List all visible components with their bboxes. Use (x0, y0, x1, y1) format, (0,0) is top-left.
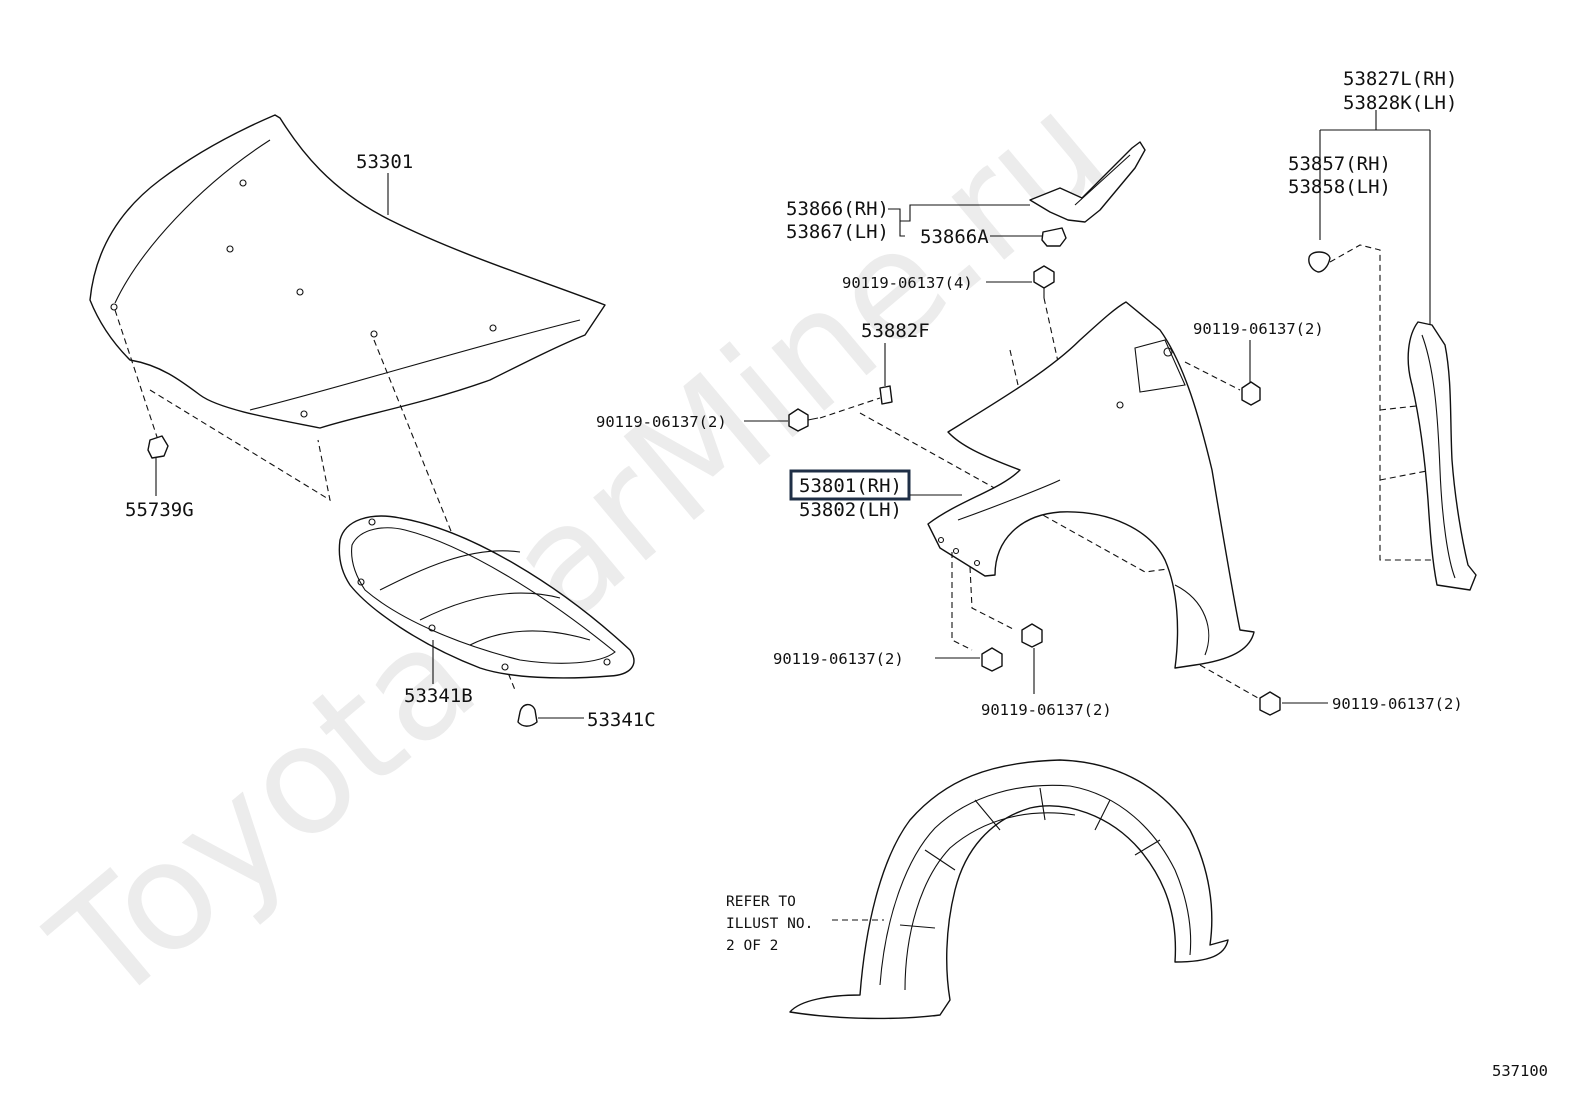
bolt-left-part[interactable] (788, 408, 819, 432)
protector-lh-label: 53828K(LH) (1343, 92, 1457, 114)
seal-rh-label: 53866(RH) (786, 198, 889, 220)
bolt-right-label: 90119-06137(2) (1193, 320, 1324, 338)
hood-cushion-guide (114, 309, 159, 441)
liner-note-line-3: 2 OF 2 (726, 938, 778, 954)
bolt-bottom-b-part[interactable] (1021, 623, 1043, 648)
bolt-left-guide (819, 397, 1176, 573)
hood-cushion-part[interactable] (147, 435, 169, 459)
hood-panel[interactable] (89, 114, 606, 429)
fender-protector-part[interactable] (1407, 321, 1477, 591)
bolt-bottom-a-guide (951, 552, 973, 651)
hood-insulator-label: 53341B (404, 685, 473, 707)
hood-cushion-label: 55739G (125, 499, 194, 521)
hood-insulator-part[interactable] (338, 515, 635, 679)
bolt-bottom-c-guide (1199, 664, 1259, 699)
clip-rh-label: 53857(RH) (1288, 153, 1391, 175)
bolt-right-part[interactable] (1241, 381, 1261, 406)
bolt-bottom-a-label: 90119-06137(2) (773, 650, 904, 668)
hood-edge-guide (149, 389, 331, 502)
spacer-part[interactable] (879, 385, 893, 405)
bolt-right-guide (1184, 361, 1241, 391)
bolt-top-label: 90119-06137(4) (842, 274, 973, 292)
bolt-top-guide (1009, 297, 1063, 386)
fender-rh-label[interactable]: 53801(RH) (799, 475, 902, 497)
protector-rh-label: 53827L(RH) (1343, 68, 1457, 90)
bolt-top-part[interactable] (1033, 265, 1055, 298)
seal-lh-label: 53867(LH) (786, 221, 889, 243)
bolt-left-label: 90119-06137(2) (596, 413, 727, 431)
fender-liner-part[interactable] (789, 759, 1229, 1020)
insulator-clip-part[interactable] (517, 703, 538, 727)
front-fender-part[interactable] (927, 301, 1255, 669)
spacer-label: 53882F (861, 320, 930, 342)
fender-rh-highlight-box[interactable] (789, 469, 911, 501)
fender-lh-label: 53802(LH) (799, 499, 902, 521)
liner-note-line-2: ILLUST NO. (726, 916, 813, 932)
liner-note-line-1: REFER TO (726, 894, 796, 910)
clip-lh-label: 53858(LH) (1288, 176, 1391, 198)
bolt-bottom-c-label: 90119-06137(2) (1332, 695, 1463, 713)
diagram-id: 537100 (1492, 1062, 1548, 1080)
bolt-bottom-a-part[interactable] (981, 647, 1003, 672)
bolt-bottom-c-part[interactable] (1259, 691, 1281, 716)
fender-seal-part[interactable] (1029, 141, 1146, 223)
protector-leader (1319, 110, 1431, 325)
bolt-bottom-b-guide (969, 566, 1016, 631)
seal-clip-part[interactable] (1041, 227, 1067, 247)
seal-clip-label: 53866A (920, 226, 989, 248)
protector-guide (1329, 244, 1440, 561)
protector-clip-part[interactable] (1308, 251, 1331, 273)
hood-label: 53301 (356, 151, 413, 173)
insulator-clip-label: 53341C (587, 709, 656, 731)
seal-bracket-leader (888, 204, 1030, 237)
bolt-bottom-b-label: 90119-06137(2) (981, 701, 1112, 719)
